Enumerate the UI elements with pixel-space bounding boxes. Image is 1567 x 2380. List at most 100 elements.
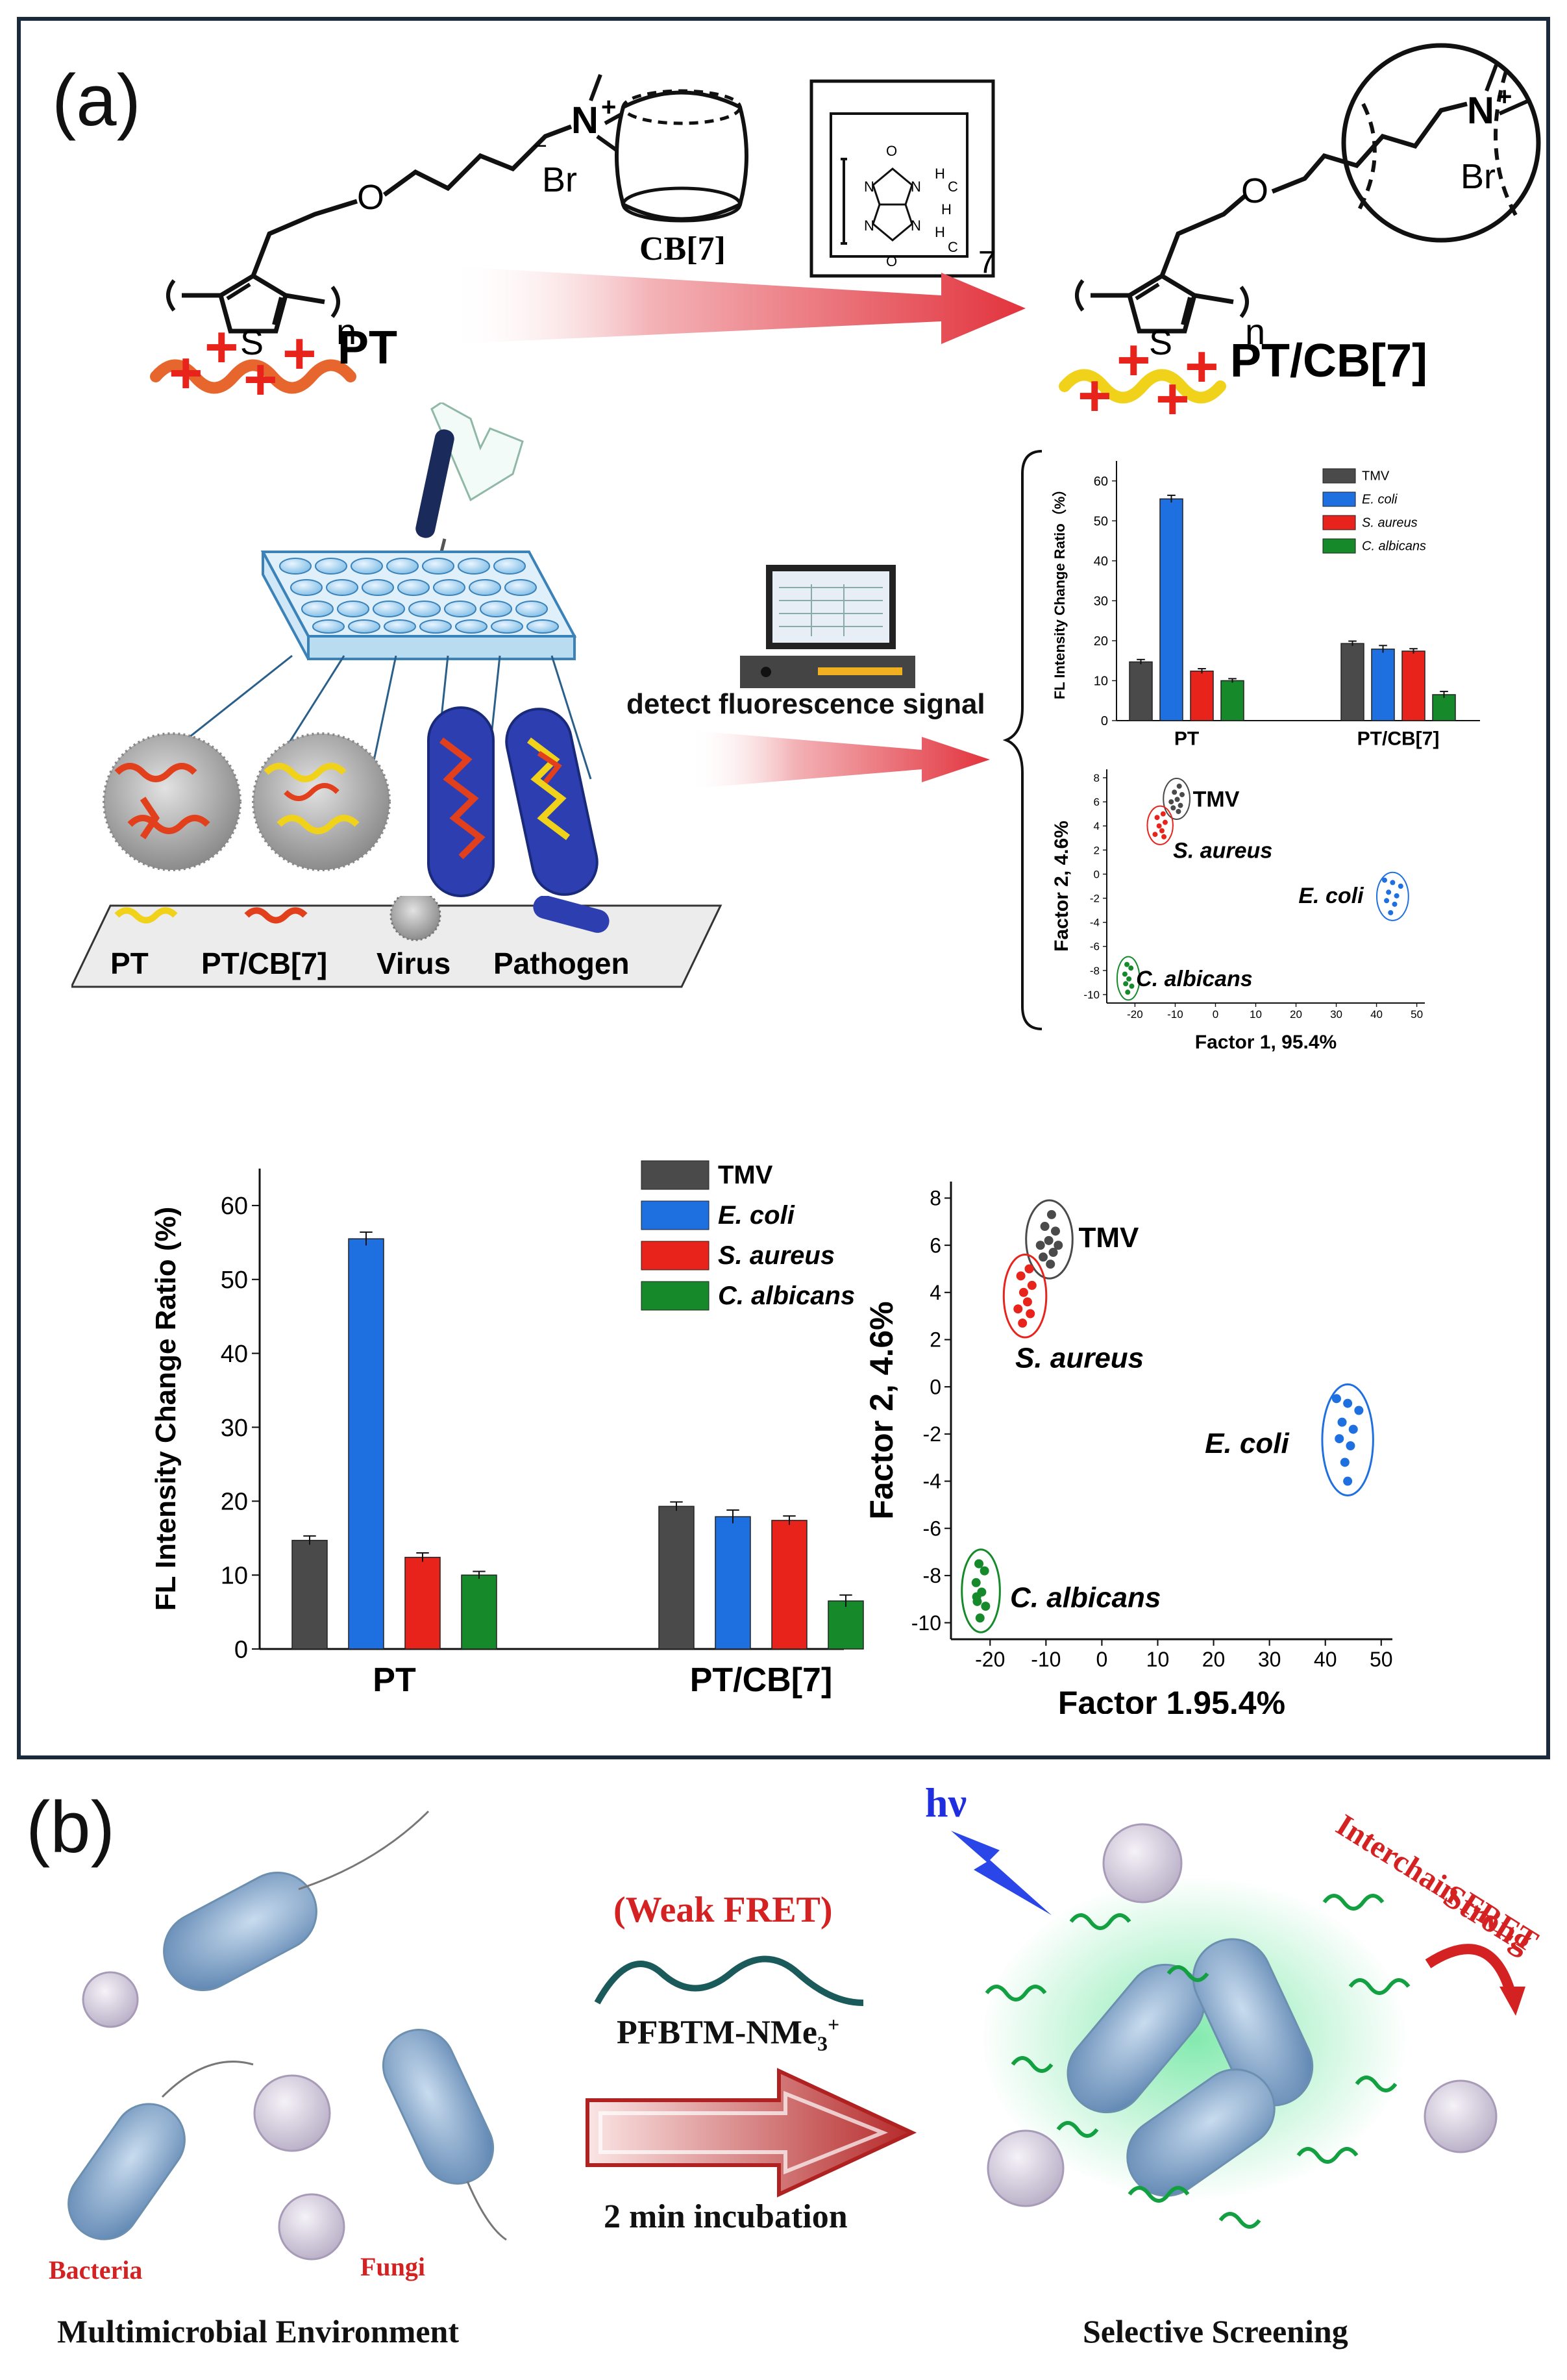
bar-e-coli-1 [1371, 649, 1395, 721]
cluster-ellipse-s-aureus [1002, 1253, 1048, 1339]
point-tmv [1039, 1252, 1048, 1262]
x-axis-label: Factor 1, 95.4% [1195, 1032, 1337, 1053]
x-tick-label: 10 [1146, 1648, 1170, 1671]
y-tick-label: 8 [930, 1187, 941, 1210]
point-e-coli [1340, 1457, 1350, 1467]
y-tick-label: -8 [923, 1564, 941, 1587]
svg-text:S: S [1149, 323, 1172, 362]
svg-text:N: N [864, 179, 874, 195]
point-tmv [1174, 797, 1180, 802]
legend-ptcb7: PT/CB[7] [201, 947, 327, 980]
cluster-label: E. coli [1298, 884, 1364, 908]
svg-text:‾: ‾ [534, 142, 547, 174]
x-axis-label: Factor 1,95.4% [1058, 1685, 1285, 1714]
y-axis-label: FL Intensity Change Ratio（%） [1052, 482, 1068, 700]
point-s-aureus [1022, 1297, 1032, 1307]
legend-swatch [641, 1281, 709, 1311]
svg-text:N: N [911, 217, 921, 234]
y-tick-label: 4 [1094, 820, 1100, 832]
ptcb7-molecule: n S O N + Br ++++ PT/CB[7] [1059, 43, 1541, 432]
y-tick-label: -6 [923, 1517, 941, 1540]
polymer-wave-icon [594, 1955, 864, 2006]
panel-a-label: (a) [52, 60, 141, 141]
point-s-aureus [1162, 819, 1168, 825]
y-tick-label: 6 [930, 1233, 941, 1257]
point-tmv [1048, 1248, 1058, 1258]
y-tick-label: -10 [911, 1611, 941, 1635]
point-s-aureus [1156, 823, 1162, 829]
y-tick-label: 0 [1101, 714, 1108, 728]
point-tmv [1054, 1241, 1063, 1250]
bar-tmv-0 [1129, 661, 1153, 721]
point-c-albicans [971, 1578, 981, 1587]
hv-label: hν [925, 1779, 967, 1826]
point-e-coli [1388, 910, 1394, 915]
panel-b-label: (b) [26, 1787, 115, 1868]
bar-c-albicans-0 [461, 1574, 497, 1650]
legend-strip: PT PT/CB[7] Virus Pathogen [71, 896, 722, 988]
point-tmv [1046, 1209, 1056, 1219]
detect-arrow [688, 730, 990, 789]
legend-label: E. coli [718, 1201, 795, 1230]
point-c-albicans [975, 1613, 985, 1623]
point-e-coli [1354, 1406, 1364, 1415]
svg-text:+: + [1185, 334, 1219, 399]
svg-text:O: O [886, 253, 897, 269]
y-tick-label: 60 [221, 1193, 248, 1220]
x-tick-label: 50 [1370, 1648, 1393, 1671]
pt-name-label: PT [338, 322, 397, 374]
legend-label: S. aureus [718, 1241, 835, 1270]
cluster-label: E. coli [1205, 1428, 1289, 1459]
cluster-label: S. aureus [1173, 838, 1272, 863]
svg-text:N: N [911, 179, 921, 195]
cluster-ellipse-c-albicans [1116, 956, 1141, 1001]
category-label: PT [373, 1661, 416, 1699]
legend-label: E. coli [1362, 493, 1398, 507]
y-tick-label: 2 [1094, 844, 1100, 856]
point-tmv [1044, 1235, 1054, 1245]
x-tick-label: 0 [1213, 1008, 1218, 1021]
category-label: PT/CB[7] [1357, 728, 1440, 750]
legend-swatch [641, 1160, 709, 1190]
pt-molecule: n S O N + Br ‾ ++++ PT [150, 73, 630, 412]
point-tmv [1035, 1241, 1045, 1250]
point-e-coli [1390, 880, 1396, 886]
point-c-albicans [1126, 976, 1132, 982]
legend-swatch [1322, 538, 1356, 554]
legend-label: C. albicans [1362, 539, 1426, 554]
legend-label: C. albicans [718, 1282, 855, 1310]
cluster-label: C. albicans [1136, 967, 1253, 991]
svg-text:+: + [204, 315, 239, 380]
y-axis-label: Factor 2, 4.6% [1052, 821, 1072, 952]
point-s-aureus [1026, 1309, 1035, 1319]
point-c-albicans [1129, 984, 1135, 989]
probe-particles [103, 706, 598, 897]
svg-text:+: + [1497, 82, 1512, 111]
svg-text:+: + [1155, 367, 1190, 432]
point-tmv [1046, 1259, 1055, 1269]
point-tmv [1176, 783, 1182, 789]
cluster-label: TMV [1193, 787, 1240, 812]
y-tick-label: -2 [1090, 893, 1100, 905]
point-c-albicans [974, 1559, 984, 1568]
point-s-aureus [1159, 828, 1165, 834]
polymer-name: PFBTM-NMe3+ [617, 2013, 840, 2055]
y-tick-label: 6 [1094, 796, 1100, 808]
svg-text:+: + [1117, 328, 1151, 393]
y-tick-label: -10 [1083, 989, 1100, 1001]
bar-c-albicans-1 [828, 1600, 864, 1650]
point-c-albicans [1128, 965, 1134, 971]
y-tick-label: 20 [221, 1489, 248, 1516]
y-tick-label: 40 [221, 1341, 248, 1368]
y-tick-label: 0 [930, 1375, 941, 1398]
point-e-coli [1335, 1434, 1344, 1444]
y-axis-label: FL Intensity Change Ratio (%) [150, 1207, 182, 1611]
y-tick-label: 30 [1094, 594, 1108, 608]
y-tick-label: 0 [1094, 868, 1100, 880]
pt-charge: + [601, 93, 616, 121]
cluster-label: TMV [1078, 1222, 1139, 1254]
pt-counter-ion: Br [542, 160, 577, 199]
x-tick-label: -10 [1031, 1648, 1061, 1671]
point-tmv [1179, 791, 1185, 797]
